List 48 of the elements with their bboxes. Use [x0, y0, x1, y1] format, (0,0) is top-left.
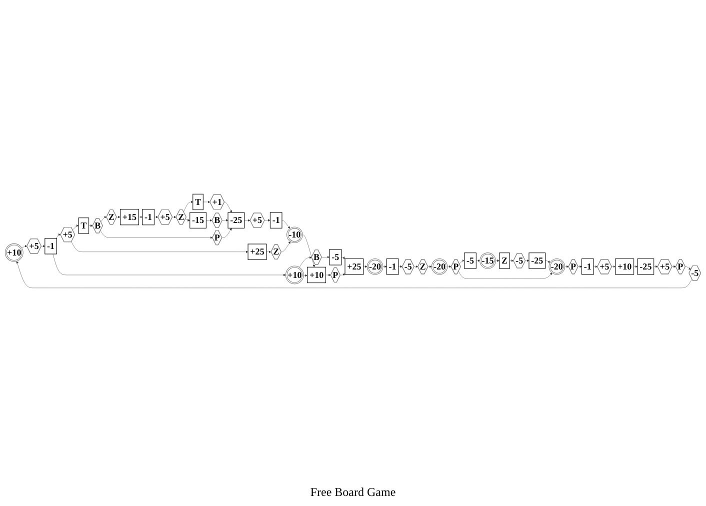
arrow — [612, 266, 616, 268]
arrow — [525, 260, 530, 262]
arrow — [564, 266, 569, 268]
arrow — [428, 266, 432, 268]
node-box: -1 — [386, 259, 399, 276]
node-box: T — [192, 194, 204, 211]
arrow — [266, 251, 272, 254]
arrow — [578, 266, 582, 268]
node-box: -5 — [464, 253, 476, 270]
node-box: +15 — [120, 209, 139, 226]
node-box: -5 — [329, 250, 342, 266]
arrow — [382, 266, 387, 268]
node-box: -1 — [44, 238, 57, 255]
arrow — [414, 266, 418, 268]
node-box: -1 — [270, 212, 282, 229]
node-box: +10 — [307, 267, 326, 284]
arrow — [326, 274, 331, 277]
arrow — [654, 266, 658, 268]
node-box: -15 — [190, 212, 206, 229]
arrow — [672, 266, 676, 268]
node-box: +25 — [344, 259, 364, 276]
node-box: T — [78, 218, 90, 234]
node-box: -25 — [228, 212, 245, 229]
arrow — [185, 219, 190, 222]
arrow — [172, 216, 176, 219]
node-box: +10 — [615, 259, 634, 276]
node-box: -1 — [142, 209, 154, 226]
arrow — [447, 266, 452, 268]
arrow — [593, 266, 598, 268]
node-box: -1 — [582, 259, 594, 276]
arrow — [634, 266, 638, 268]
arrow — [154, 216, 158, 219]
arrow — [510, 260, 514, 262]
arrow — [476, 260, 480, 262]
arrow — [341, 256, 346, 260]
arrow — [398, 266, 402, 268]
arrow — [41, 245, 46, 248]
caption: Free Board Game — [310, 485, 396, 500]
node-box: +25 — [248, 244, 267, 260]
arrow — [88, 224, 93, 228]
arrow — [303, 274, 308, 278]
node-box: -25 — [528, 253, 546, 270]
node-box: Z — [499, 253, 510, 270]
arrow — [340, 274, 346, 276]
arrow — [496, 260, 500, 262]
node-box: -25 — [637, 259, 654, 276]
arrow — [363, 266, 368, 268]
arrow — [116, 216, 120, 219]
